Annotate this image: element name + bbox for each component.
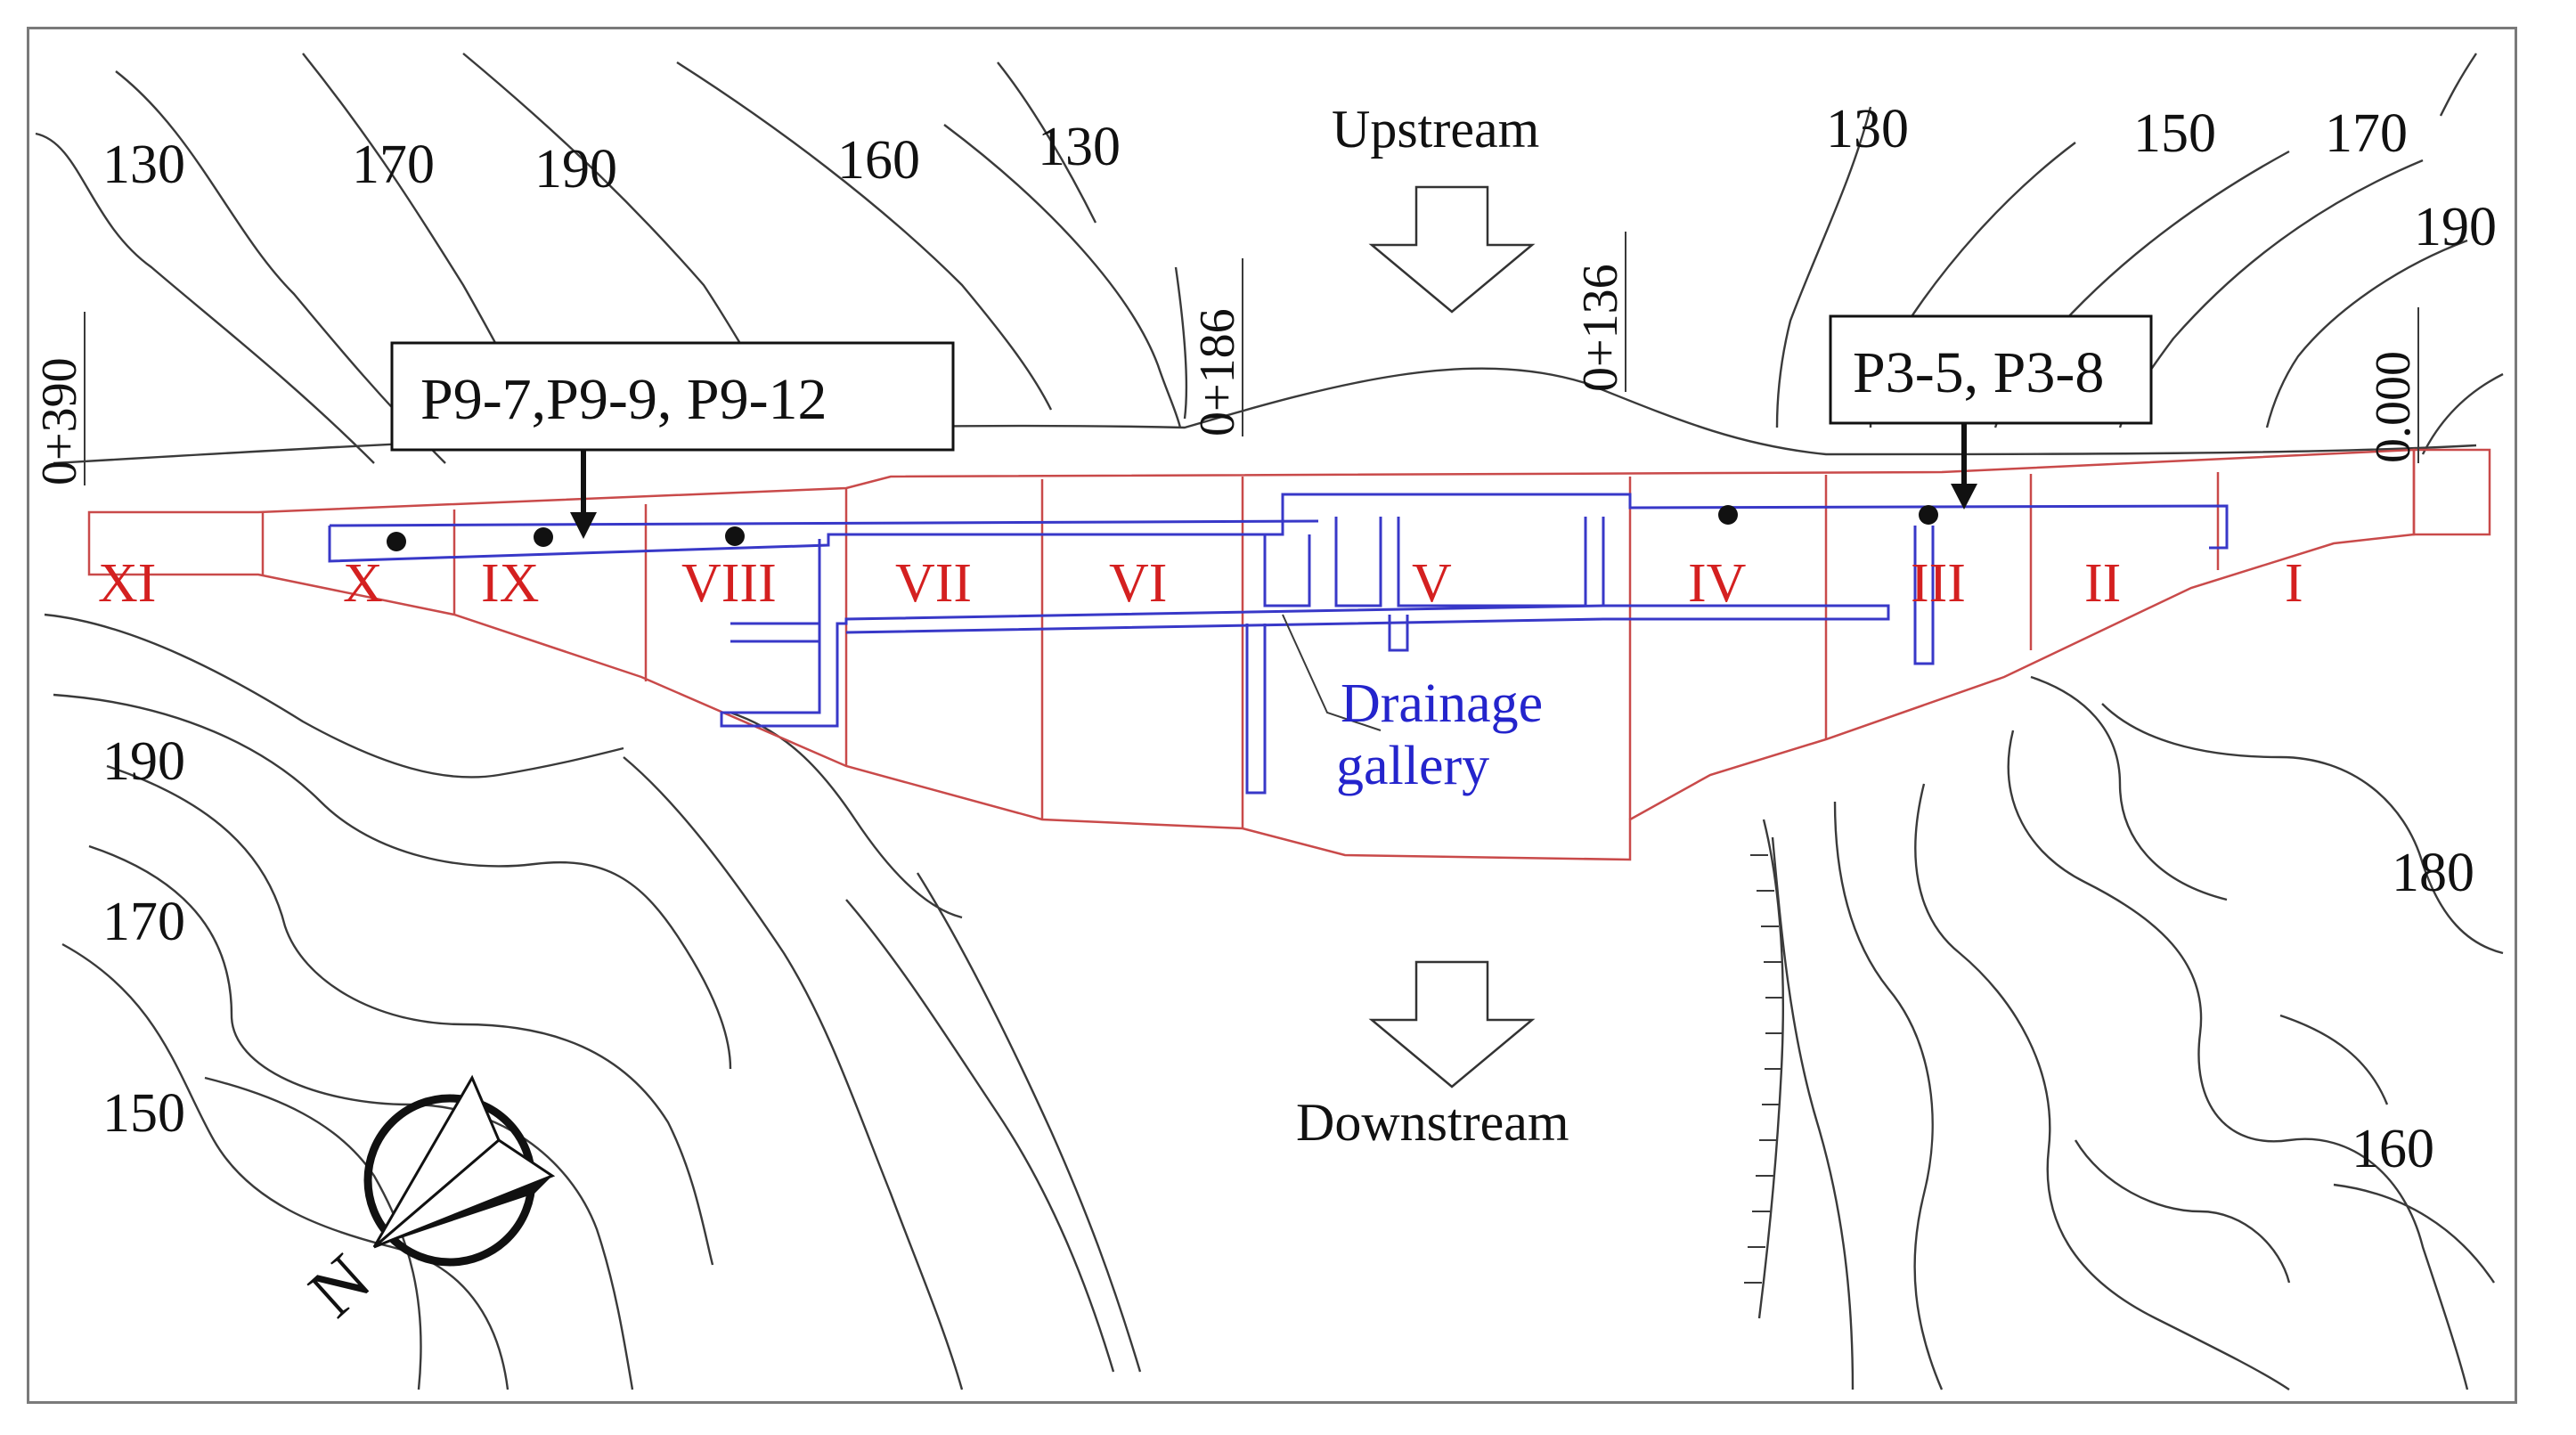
elevation-label: 190 [534,139,617,200]
contour-lines [35,53,2504,465]
elevation-label: 130 [102,135,185,195]
elevation-label: 190 [102,731,185,792]
block-label: VI [1109,553,1167,614]
callout-right-text: P3-5, P3-8 [1853,340,2104,405]
chainage-label: 0+390 [32,357,87,485]
elevation-label: 190 [2414,197,2497,257]
monitoring-point-iv [1718,505,1738,525]
elevation-labels: 130 170 190 160 130 130 150 170 190 180 … [102,99,2497,1179]
contour-lines-lower [44,613,2504,1390]
elevation-label: 170 [352,135,435,195]
block-label: X [343,553,383,614]
elevation-label: 130 [1826,99,1909,159]
elevation-label: 160 [837,130,920,191]
elevation-label: 160 [2352,1119,2434,1179]
monitoring-point-ix [534,527,553,547]
gallery-pointer [1282,614,1382,731]
elevation-label: 170 [2325,103,2408,164]
chainage-labels: 0+390 0+186 0+136 0.000 [32,264,2421,485]
chainage-label: 0+136 [1573,264,1628,392]
compass-icon: N [295,1074,556,1333]
upstream-label: Upstream [1332,100,1539,159]
downstream-arrow [1368,960,1536,1088]
block-label: VII [895,553,972,614]
chainage-label: 0.000 [2366,351,2421,463]
elevation-label: 150 [102,1083,185,1144]
block-label: IV [1688,553,1747,614]
block-label: XI [98,553,156,614]
callout-left: P9-7,P9-9, P9-12 [390,341,955,539]
chainage-label: 0+186 [1190,308,1245,436]
elevation-label: 180 [2392,843,2474,903]
upstream-arrow [1368,185,1536,314]
elevation-label: 170 [102,892,185,952]
north-label: N [295,1240,386,1333]
block-label: I [2285,553,2303,614]
block-label: VIII [681,553,777,614]
callout-right: P3-5, P3-8 [1829,314,2153,510]
dam-outline [87,448,2491,861]
gallery-label-line-1: Drainage [1341,673,1543,734]
downstream-label: Downstream [1296,1093,1569,1152]
elevation-label: 130 [1038,117,1121,177]
dam-block-labels: XI X IX VIII VII VI V IV III II I [98,553,2303,614]
block-label: V [1412,553,1452,614]
bank-ticks [1744,854,1783,1284]
drainage-gallery-lines [328,493,2229,795]
block-label: II [2084,553,2121,614]
elevation-label: 150 [2133,103,2216,164]
block-label: IX [481,553,539,614]
monitoring-point-iii [1919,505,1938,525]
monitoring-points [387,505,1938,551]
monitoring-point-x [387,532,406,551]
monitoring-point-viii [725,526,745,546]
block-label: III [1911,553,1966,614]
callout-left-text: P9-7,P9-9, P9-12 [420,367,827,432]
chainage-lines [84,232,2419,485]
gallery-label-line-2: gallery [1336,736,1489,796]
